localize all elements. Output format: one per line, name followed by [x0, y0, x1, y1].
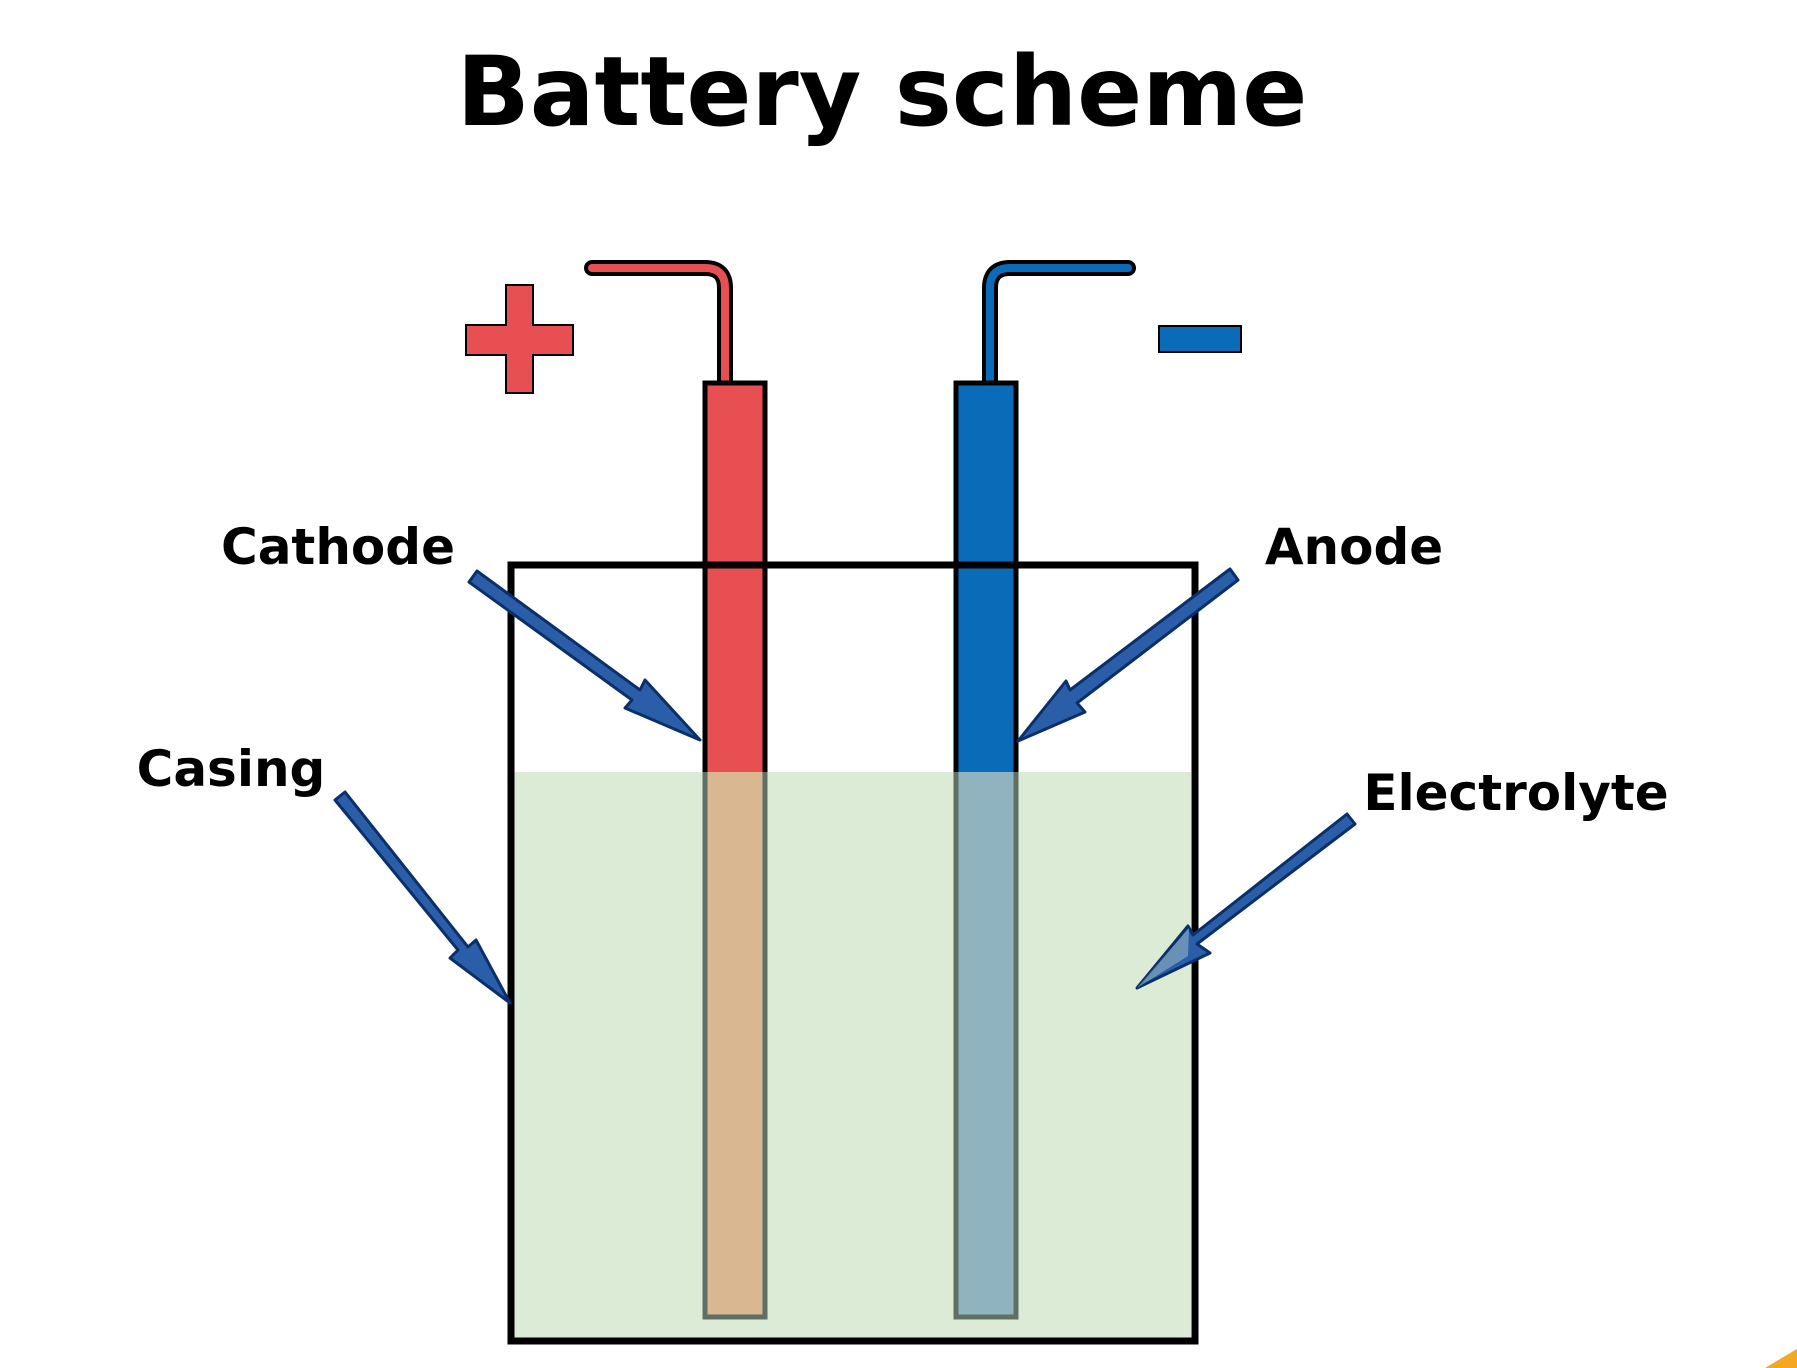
- cathode-electrode: [705, 383, 765, 772]
- electrolyte-fill: [513, 772, 1191, 1339]
- cathode-wire-outline: [584, 260, 733, 390]
- cathode-wire: [588, 264, 729, 386]
- negative-terminal-icon: [1158, 325, 1242, 353]
- casing-pointer-arrow: [333, 790, 512, 1005]
- positive-terminal-icon: [465, 284, 574, 394]
- anode-label: Anode: [1265, 518, 1443, 576]
- corner-decoration: [1765, 1349, 1797, 1368]
- cathode-pointer-arrow: [467, 569, 702, 742]
- electrolyte-label: Electrolyte: [1363, 764, 1668, 822]
- anode-electrode-submerged: [956, 772, 1016, 1317]
- positive-symbol-text: +: [499, 306, 541, 364]
- electrolyte-arrow-tip-overlay: [1137, 928, 1189, 988]
- anode-electrode-outline-submerged: [953, 772, 1019, 1320]
- cathode-label: Cathode: [221, 518, 455, 576]
- cathode-electrode-outline-submerged: [702, 772, 768, 1320]
- anode-pointer-arrow: [1016, 567, 1240, 743]
- electrolyte-pointer-arrow: [1135, 812, 1357, 990]
- casing-label: Casing: [137, 740, 326, 798]
- cathode-electrode-outline: [702, 380, 768, 772]
- anode-electrode-outline: [953, 380, 1019, 772]
- anode-electrode: [956, 383, 1016, 772]
- anode-wire: [986, 264, 1132, 386]
- anode-wire-outline: [982, 260, 1136, 390]
- diagram-title: Battery scheme: [457, 36, 1308, 148]
- cathode-electrode-submerged: [705, 772, 765, 1317]
- negative-symbol-text: −: [1179, 302, 1221, 360]
